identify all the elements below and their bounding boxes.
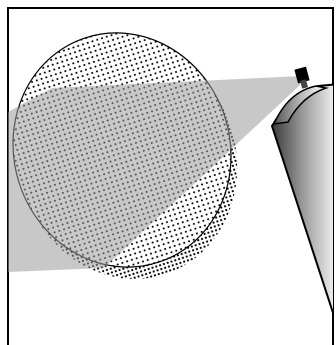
spray-illustration [0, 0, 336, 345]
illustration-frame [0, 0, 336, 345]
